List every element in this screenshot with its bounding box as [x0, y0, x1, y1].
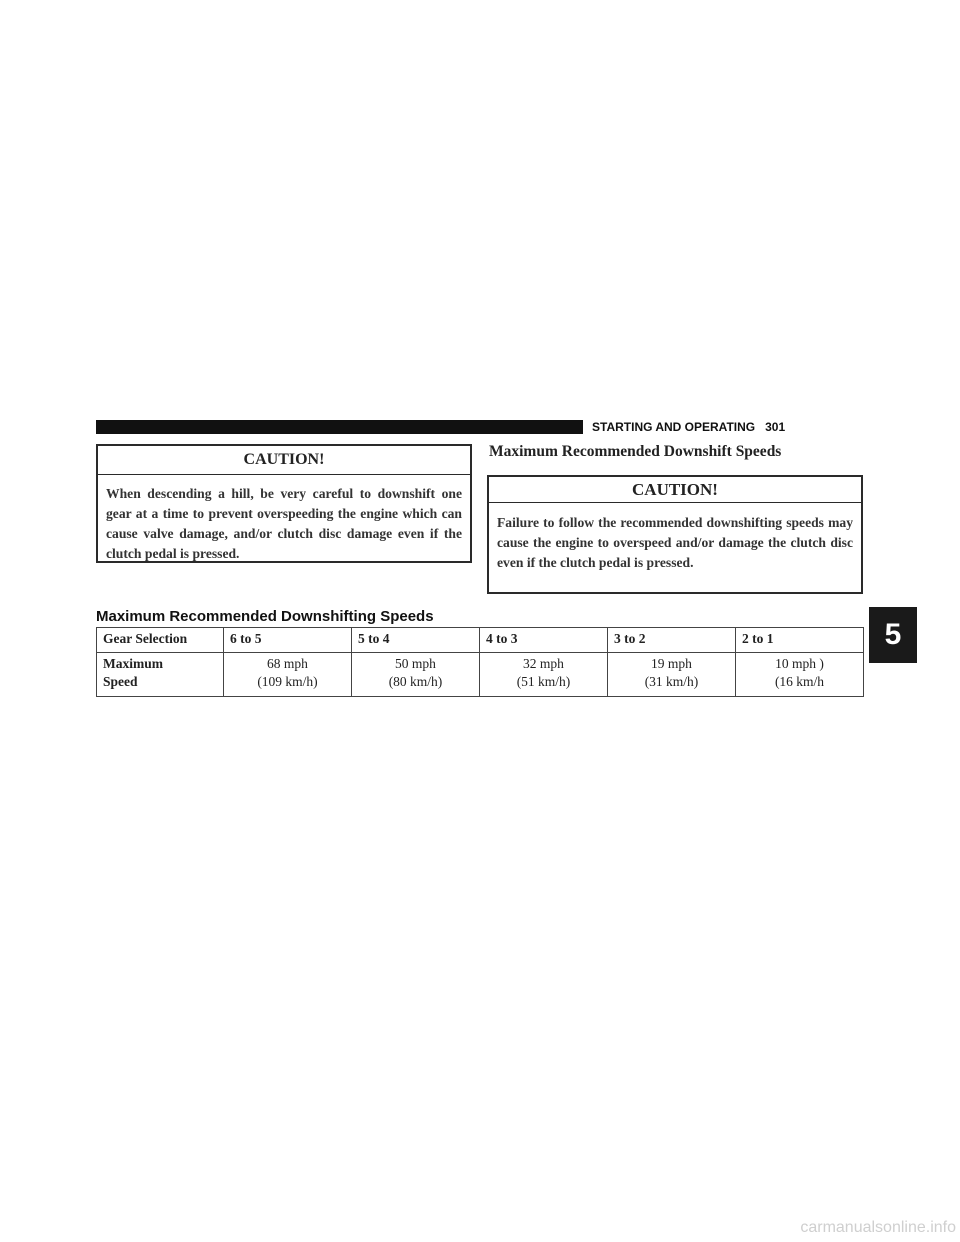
row-label-line: Maximum [103, 656, 163, 671]
table-title: Maximum Recommended Downshifting Speeds [96, 608, 434, 625]
downshift-speeds-table: Gear Selection 6 to 5 5 to 4 4 to 3 3 to… [96, 627, 864, 697]
table-row: Maximum Speed 68 mph (109 km/h) 50 mph (… [96, 652, 864, 697]
speed-kmh: (80 km/h) [388, 674, 443, 689]
speed-kmh: (31 km/h) [644, 674, 699, 689]
column-header: 5 to 4 [351, 627, 480, 653]
page-number: 301 [765, 420, 786, 434]
speed-mph: 10 mph ) [775, 656, 824, 671]
row-label-line: Speed [103, 674, 138, 689]
speed-mph: 32 mph [523, 656, 564, 671]
speed-cell: 50 mph (80 km/h) [351, 652, 480, 697]
header-rule [96, 420, 583, 434]
running-header: STARTING AND OPERATING 301 [592, 419, 860, 435]
speed-cell: 32 mph (51 km/h) [479, 652, 608, 697]
caution-text: Failure to follow the recommended downsh… [497, 515, 853, 570]
speed-cell: 68 mph (109 km/h) [223, 652, 352, 697]
watermark: carmanualsonline.info [800, 1219, 956, 1236]
column-header: 2 to 1 [735, 627, 864, 653]
column-header: 6 to 5 [223, 627, 352, 653]
caution-box-downshift: CAUTION! Failure to follow the recommend… [487, 475, 863, 594]
caution-title: CAUTION! [98, 446, 470, 475]
row-label-maximum-speed: Maximum Speed [96, 652, 224, 697]
speed-mph: 68 mph [267, 656, 308, 671]
speed-mph: 19 mph [651, 656, 692, 671]
caution-text: When descending a hill, be very careful … [106, 486, 462, 561]
chapter-tab: 5 [869, 607, 917, 663]
caution-box-descending: CAUTION! When descending a hill, be very… [96, 444, 472, 563]
section-heading: Maximum Recommended Downshift Speeds [489, 443, 782, 460]
column-header: 4 to 3 [479, 627, 608, 653]
caution-title: CAUTION! [489, 477, 861, 503]
header-section-title: STARTING AND OPERATING [592, 420, 756, 434]
column-header: 3 to 2 [607, 627, 736, 653]
speed-mph: 50 mph [395, 656, 436, 671]
speed-cell: 10 mph ) (16 km/h [735, 652, 864, 697]
speed-kmh: (16 km/h [774, 674, 825, 689]
speed-cell: 19 mph (31 km/h) [607, 652, 736, 697]
table-header-row: Gear Selection 6 to 5 5 to 4 4 to 3 3 to… [96, 627, 864, 653]
speed-kmh: (51 km/h) [516, 674, 571, 689]
speed-kmh: (109 km/h) [257, 674, 318, 689]
column-header-gear-selection: Gear Selection [96, 627, 224, 653]
